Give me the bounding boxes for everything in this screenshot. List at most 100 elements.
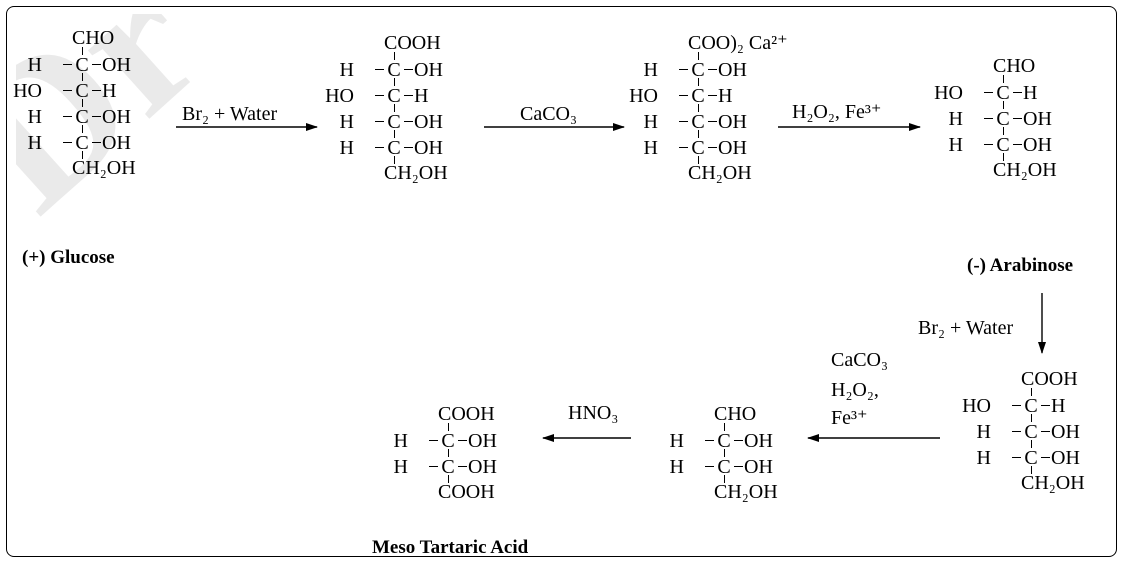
reagent-bromine-water-1: Br₂ + Water [182, 103, 278, 125]
vertical-bond [394, 104, 395, 112]
center-carbon: C [691, 137, 705, 159]
center-carbon: C [717, 456, 731, 478]
right-substituent: OH [414, 59, 443, 81]
left-bond [375, 121, 384, 122]
left-bond [429, 466, 438, 467]
vertical-bond [394, 52, 395, 60]
vertical-bond [394, 78, 395, 86]
right-bond [708, 121, 717, 122]
center-carbon: C [996, 82, 1010, 104]
right-bond [1041, 457, 1050, 458]
left-substituent: H [393, 430, 408, 452]
left-bond [375, 95, 384, 96]
right-bond [708, 69, 717, 70]
center-carbon: C [75, 54, 89, 76]
right-bond [458, 466, 467, 467]
top-group: CHO [993, 55, 1036, 77]
reagent-calcium-carbonate: CaCO₃ [520, 103, 577, 125]
vertical-bond [82, 73, 83, 81]
left-bond [63, 142, 72, 143]
right-substituent: H [718, 85, 733, 107]
right-substituent: OH [718, 137, 747, 159]
right-substituent: H [1051, 395, 1066, 417]
left-bond [375, 147, 384, 148]
right-bond [1013, 144, 1022, 145]
left-substituent: H [339, 137, 354, 159]
right-substituent: OH [1023, 108, 1052, 130]
diagram-frame [6, 6, 1117, 557]
left-bond [705, 440, 714, 441]
left-bond [679, 69, 688, 70]
bottom-group: CH₂OH [688, 162, 752, 184]
center-carbon: C [387, 59, 401, 81]
center-carbon: C [75, 80, 89, 102]
vertical-bond [1031, 414, 1032, 422]
top-group: COOH [1021, 368, 1078, 390]
vertical-bond [1031, 440, 1032, 448]
left-substituent: H [948, 108, 963, 130]
vertical-bond [448, 449, 449, 457]
bottom-group: CH₂OH [993, 159, 1057, 181]
right-substituent: OH [1023, 134, 1052, 156]
left-substituent: HO [962, 395, 991, 417]
left-bond [1012, 431, 1021, 432]
right-bond [1041, 405, 1050, 406]
left-substituent: H [976, 447, 991, 469]
right-substituent: OH [102, 106, 131, 128]
left-substituent: HO [325, 85, 354, 107]
right-bond [1013, 118, 1022, 119]
right-substituent: OH [744, 430, 773, 452]
left-substituent: H [27, 54, 42, 76]
vertical-bond [698, 156, 699, 164]
right-bond [734, 440, 743, 441]
left-bond [63, 90, 72, 91]
top-group: CHO [72, 27, 115, 49]
left-substituent: H [669, 430, 684, 452]
left-bond [679, 95, 688, 96]
left-bond [705, 466, 714, 467]
center-carbon: C [75, 132, 89, 154]
bottom-group: CH₂OH [384, 162, 448, 184]
compound-name-meso-tartaric-acid: Meso Tartaric Acid [372, 537, 529, 558]
right-substituent: OH [718, 59, 747, 81]
top-group: COOH [438, 403, 495, 425]
left-bond [679, 121, 688, 122]
left-bond [984, 92, 993, 93]
reagent-ruff-line-1: CaCO₃ [831, 349, 888, 371]
vertical-bond [82, 125, 83, 133]
left-substituent: H [393, 456, 408, 478]
left-substituent: HO [629, 85, 658, 107]
left-substituent: H [643, 59, 658, 81]
right-substituent: OH [414, 111, 443, 133]
reagent-ruff-line-2: H₂O₂, [831, 379, 879, 401]
left-substituent: H [643, 111, 658, 133]
bottom-group: CH₂OH [1021, 472, 1085, 494]
vertical-bond [82, 99, 83, 107]
vertical-bond [1003, 127, 1004, 135]
center-carbon: C [996, 134, 1010, 156]
left-substituent: HO [13, 80, 42, 102]
left-bond [429, 440, 438, 441]
center-carbon: C [441, 456, 455, 478]
right-substituent: H [414, 85, 429, 107]
right-bond [708, 147, 717, 148]
top-group: CHO [714, 403, 757, 425]
right-substituent: H [1023, 82, 1038, 104]
center-carbon: C [441, 430, 455, 452]
vertical-bond [82, 151, 83, 159]
left-bond [1012, 457, 1021, 458]
compound-name-arabinose: (-) Arabinose [967, 255, 1074, 276]
vertical-bond [448, 475, 449, 483]
center-carbon: C [75, 106, 89, 128]
left-substituent: H [948, 134, 963, 156]
vertical-bond [698, 52, 699, 60]
bottom-group: COOH [438, 481, 495, 503]
vertical-bond [1031, 388, 1032, 396]
center-carbon: C [691, 111, 705, 133]
left-substituent: H [976, 421, 991, 443]
bottom-group: CH₂OH [72, 157, 136, 179]
vertical-bond [698, 104, 699, 112]
vertical-bond [1031, 466, 1032, 474]
right-substituent: OH [1051, 447, 1080, 469]
